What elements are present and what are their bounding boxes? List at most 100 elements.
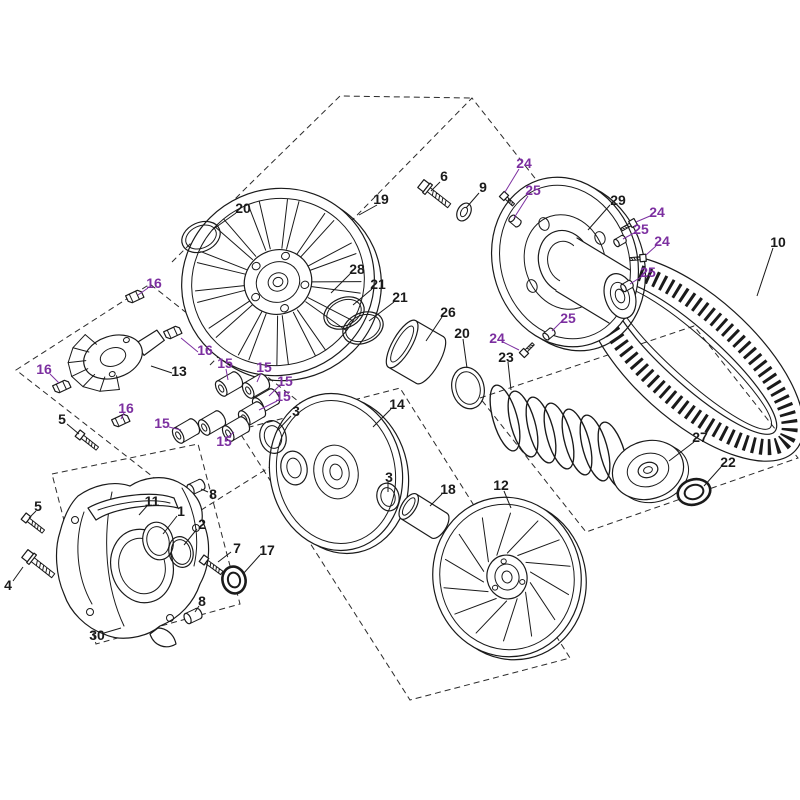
leader-line [211,212,237,231]
clip-16 [52,378,72,395]
callout-4: 4 [4,577,12,593]
hex-bolt-24 [518,340,537,359]
callout-5: 5 [58,411,66,427]
sleeve-26 [385,319,447,385]
callout-19: 19 [373,191,389,207]
callout-25[interactable]: 25 [640,264,656,280]
leader-line [180,337,199,353]
ring-2 [168,536,194,568]
callout-11: 11 [145,493,160,509]
callout-15[interactable]: 15 [154,415,170,431]
sleeve-18 [398,493,450,539]
callout-21: 21 [370,276,386,292]
leader-line [622,232,635,240]
primary-spoked-face [181,187,382,382]
bracket-11 [87,493,179,521]
leader-line [330,273,351,294]
callout-15[interactable]: 15 [277,373,293,389]
leader-line [137,287,149,296]
leader-line [49,373,60,384]
leader-line [429,493,443,507]
callout-15[interactable]: 15 [275,388,291,404]
ramp-plate-13 [67,329,165,392]
leader-line [703,466,722,487]
callout-27: 27 [692,429,708,445]
callout-15[interactable]: 15 [256,359,272,375]
callout-23: 23 [498,349,514,365]
leader-line [227,431,235,438]
callout-9: 9 [479,179,487,195]
leader-line [268,385,280,397]
leader-line [194,605,200,613]
driven-fixed-face [490,176,647,352]
callout-26: 26 [440,304,456,320]
callout-20: 20 [454,325,470,341]
callout-7: 7 [233,540,241,556]
callout-16[interactable]: 16 [146,275,162,291]
fan-blades [443,512,571,642]
leader-line [425,316,443,342]
callout-24[interactable]: 24 [489,330,505,346]
leader-line [150,365,173,374]
callout-30: 30 [89,627,105,643]
fan-pulley [432,496,587,661]
callout-25[interactable]: 25 [525,182,541,198]
leader-line [162,515,178,535]
callout-16[interactable]: 16 [197,342,213,358]
clip-16 [125,288,145,305]
callout-15[interactable]: 15 [217,355,233,371]
hex-bolt-4 [20,548,58,582]
clip-16 [163,324,183,341]
o-ring-21 [342,311,384,345]
callout-10: 10 [770,234,786,250]
leader-line [756,247,774,297]
washer-3 [376,482,400,512]
leader-line [507,361,512,391]
callout-25[interactable]: 25 [633,221,649,237]
roller-15 [169,416,203,446]
callout-21: 21 [392,289,408,305]
leader-line [277,415,292,431]
callout-3: 3 [385,469,393,485]
callout-5: 5 [34,498,42,514]
callout-24[interactable]: 24 [654,233,670,249]
leader-line [28,510,37,519]
bearing-ring-22 [676,477,712,507]
wheel-spokes [194,199,362,366]
ramp-plate-fins [67,334,120,392]
callout-1: 1 [177,503,185,519]
leader-line [138,505,148,516]
ring-20 [181,220,221,254]
callout-22: 22 [720,454,736,470]
callout-24[interactable]: 24 [516,155,532,171]
leader-line [256,372,262,383]
leader-line [635,215,651,223]
leader-line [66,423,80,435]
movable-drive-face [268,392,410,555]
leader-line [513,195,529,219]
callout-20: 20 [235,200,251,216]
spring-seat-27 [611,439,690,504]
bearing-17 [221,565,247,595]
callout-16[interactable]: 16 [36,361,52,377]
leader-line [465,192,480,209]
leader-line [645,245,657,256]
callout-3: 3 [292,403,300,419]
callout-6: 6 [440,168,448,184]
clutch-spring [489,384,629,489]
leader-line [551,321,562,332]
leader-line [502,341,520,351]
ring-20 [451,366,485,410]
callout-15[interactable]: 15 [216,433,232,449]
callout-25[interactable]: 25 [560,310,576,326]
callout-14: 14 [389,396,405,412]
callout-16[interactable]: 16 [118,400,134,416]
callout-13: 13 [171,363,187,379]
crankcase-cover [55,477,210,648]
callout-24[interactable]: 24 [649,204,665,220]
callout-17: 17 [259,542,275,558]
callout-29: 29 [610,192,626,208]
